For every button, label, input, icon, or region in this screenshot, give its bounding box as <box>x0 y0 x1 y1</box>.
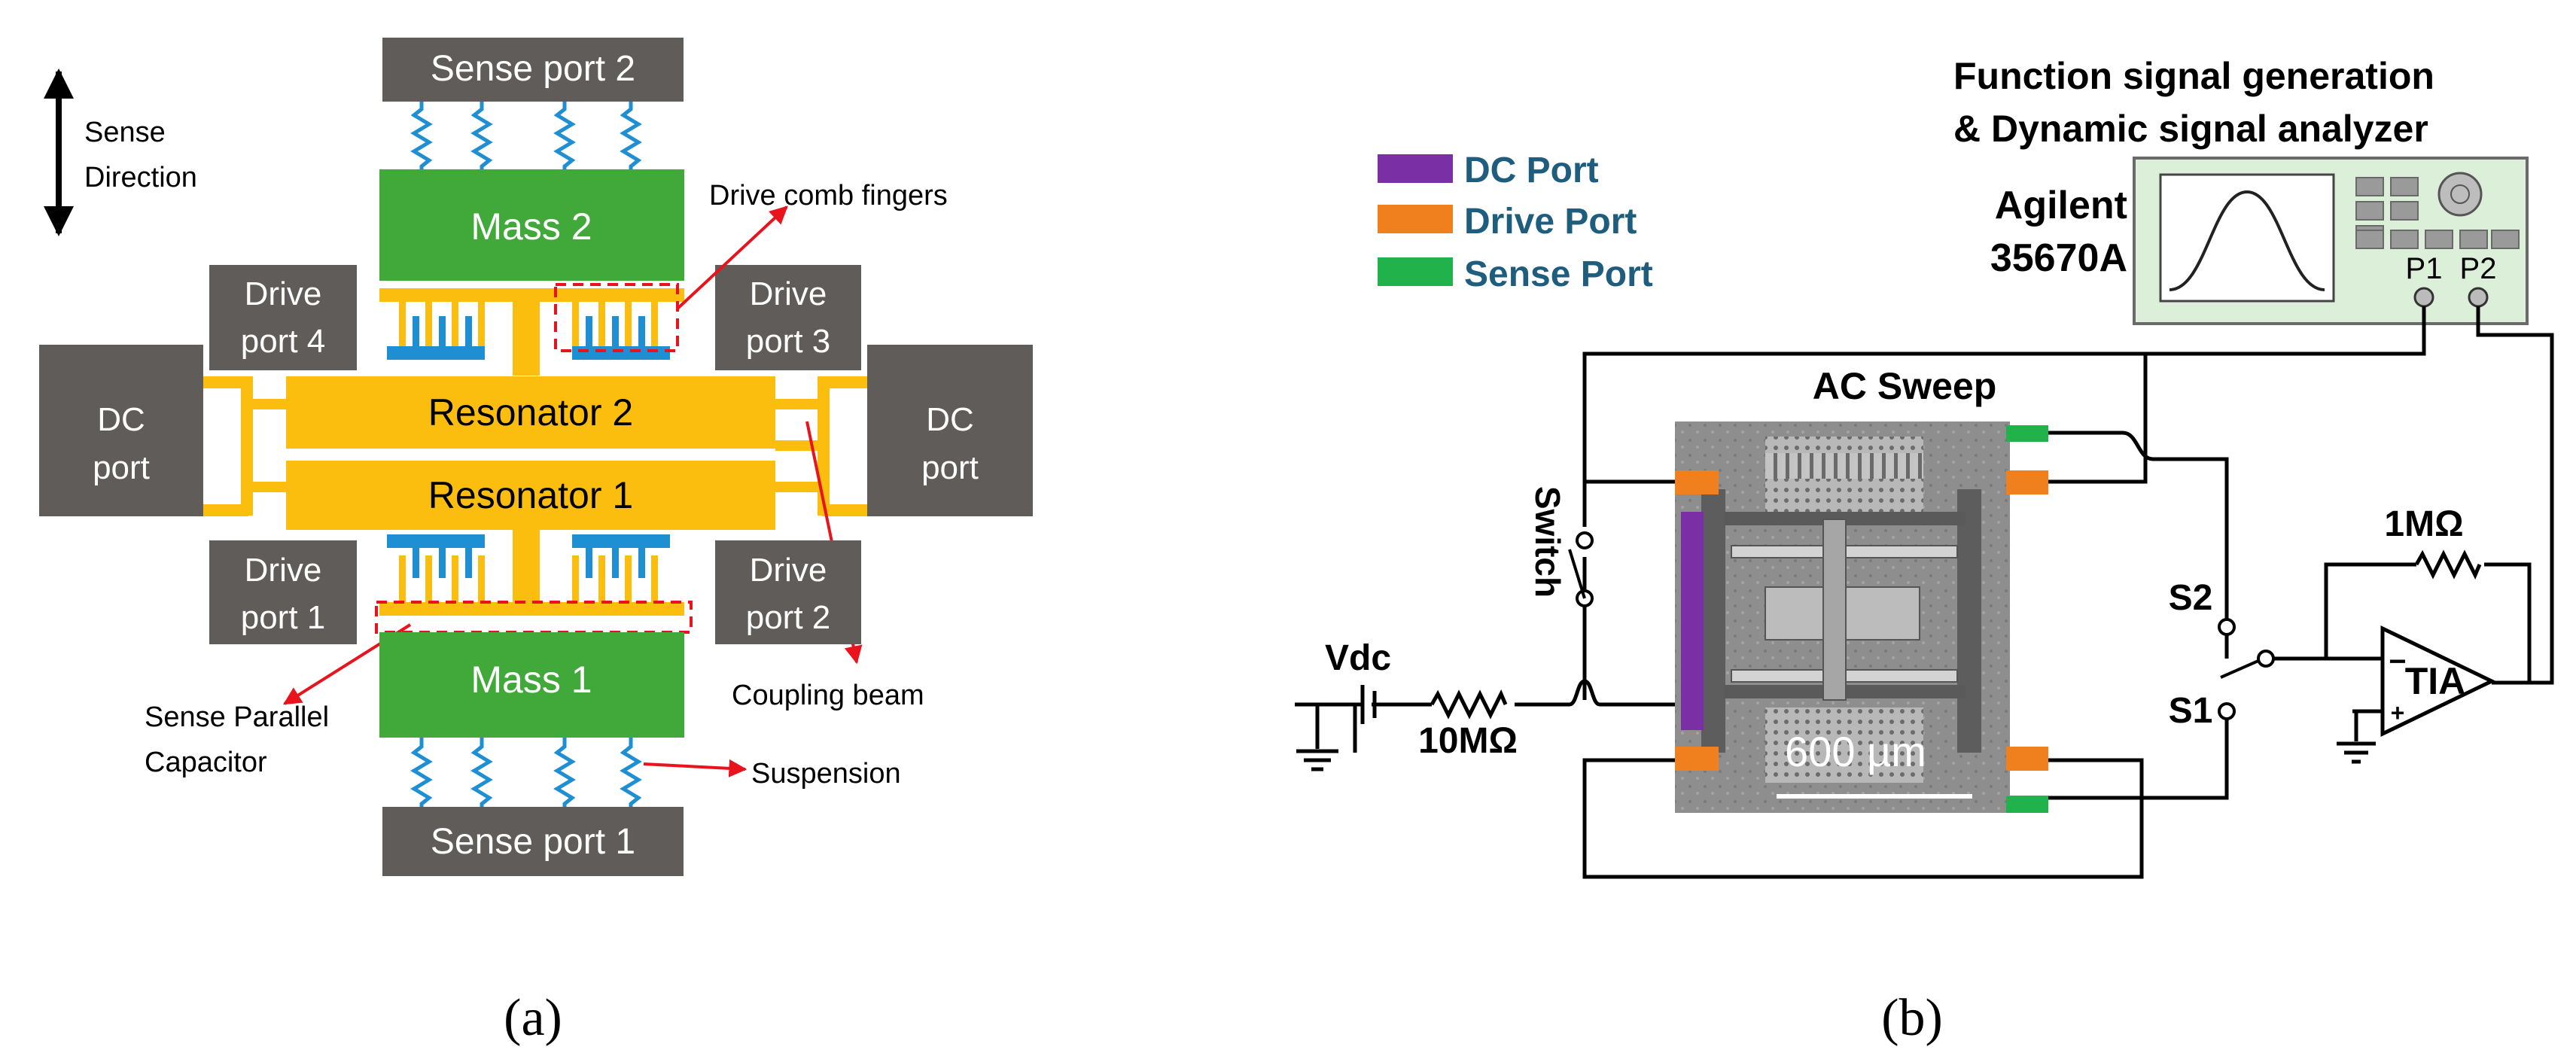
mass-1 <box>379 632 684 738</box>
sense-port-1-label: Sense port 1 <box>431 822 635 862</box>
sem-sense-port-bottom <box>2006 796 2048 813</box>
sem-dc-port <box>1681 512 1704 730</box>
sense-port-1-block <box>382 807 684 876</box>
sem-micrograph: 600 µm <box>1675 421 2048 813</box>
signal-analyzer-instrument: P1 P2 <box>2133 157 2529 325</box>
sem-sense-port-top <box>2006 425 2048 442</box>
suspension-label: Suspension <box>751 758 901 790</box>
resonator-1-label: Resonator 1 <box>428 474 633 516</box>
drive-port-1-block <box>209 540 357 644</box>
resistor-1m <box>2414 549 2482 580</box>
panel-a-caption: (a) <box>504 989 562 1047</box>
top-suspension-springs <box>410 102 642 174</box>
mass-1-label: Mass 1 <box>470 659 592 701</box>
drive-port-4-label-2: port 4 <box>241 323 326 360</box>
resistor-1m-label: 1MΩ <box>2384 504 2463 544</box>
resonator-2-label: Resonator 2 <box>428 391 633 434</box>
tia-ground <box>2337 741 2376 764</box>
resistor-10m <box>1430 689 1508 720</box>
panel-a: Sense Direction Sense port 2 Mass 2 <box>39 38 1033 1047</box>
legend-label-dc: DC Port <box>1464 151 1599 190</box>
mass-2 <box>379 169 684 281</box>
instrument-model-1: Agilent <box>1995 184 2127 227</box>
panel-b: DC Port Drive Port Sense Port Function s… <box>1295 55 2554 1047</box>
switch-label: Switch <box>1528 486 1567 598</box>
legend-label-drive: Drive Port <box>1464 202 1637 242</box>
drive-port-1-label-2: port 1 <box>241 599 326 636</box>
port-p2-connector <box>2468 287 2489 308</box>
instrument-knob <box>2437 172 2483 217</box>
switch <box>1568 531 1594 607</box>
s1-label: S1 <box>2169 691 2213 731</box>
instrument-model-2: 35670A <box>1990 236 2127 280</box>
drive-port-1-label-1: Drive <box>245 552 322 589</box>
circuit-wiring <box>1353 306 2554 879</box>
legend-swatch-sense <box>1378 257 1453 286</box>
drive-port-4-block <box>209 265 357 370</box>
port-p2-label: P2 <box>2460 252 2497 285</box>
suspension-arrow <box>643 759 748 777</box>
panel-b-caption: (b) <box>1881 989 1943 1047</box>
instrument-buttons <box>2355 177 2520 249</box>
tia-label: TIA <box>2405 660 2466 702</box>
drive-comb-highlight-box <box>554 283 679 352</box>
vdc-source <box>1295 685 1377 771</box>
mass-2-label: Mass 2 <box>470 205 592 248</box>
sense-direction-label-1: Sense <box>84 117 166 148</box>
sense-port-2-label: Sense port 2 <box>431 49 635 89</box>
drive-port-3-label-1: Drive <box>750 275 827 312</box>
dc-port-left-label-2: port <box>93 449 150 486</box>
dc-port-right-label-2: port <box>921 449 979 486</box>
dc-port-right-block <box>867 345 1033 516</box>
port-p1-connector <box>2413 287 2434 308</box>
right-anchor-beams <box>775 376 867 516</box>
drive-comb-arrow <box>676 205 788 310</box>
legend-label-sense: Sense Port <box>1464 254 1653 294</box>
sem-drive-port-bottom-left <box>1675 747 1719 771</box>
s2-label: S2 <box>2169 578 2213 618</box>
bottom-suspension-springs <box>410 738 642 813</box>
drive-port-2-label-1: Drive <box>750 552 827 589</box>
scale-bar-label: 600 µm <box>1785 728 1926 775</box>
dc-port-left-label-1: DC <box>97 401 145 438</box>
drive-port-3-block <box>715 265 861 370</box>
coupling-beam-label: Coupling beam <box>732 680 924 711</box>
sense-capacitor-label-1: Sense Parallel <box>145 701 329 733</box>
sense-port-2-block <box>382 38 684 102</box>
drive-port-2-label-2: port 2 <box>746 599 831 636</box>
screen-bell-curve <box>2169 190 2325 291</box>
tia-minus-input: − <box>2389 645 2406 678</box>
drive-port-2-block <box>715 540 861 644</box>
resonator-2 <box>286 376 775 449</box>
left-anchor-beams <box>203 376 288 516</box>
resonator-1 <box>286 461 775 530</box>
drive-port-4-label-1: Drive <box>245 275 322 312</box>
legend-swatch-dc <box>1378 154 1453 183</box>
resistor-10m-label: 10MΩ <box>1418 721 1518 761</box>
tia-op-amp <box>2326 625 2496 737</box>
sem-drive-port-top-right <box>2006 470 2048 494</box>
drive-comb-label: Drive comb fingers <box>709 180 948 211</box>
instrument-title-1: Function signal generation <box>1953 55 2434 97</box>
dc-port-left-block <box>39 345 203 516</box>
instrument-title-2: & Dynamic signal analyzer <box>1953 108 2428 150</box>
legend-swatch-drive <box>1378 205 1453 233</box>
port-p1-label: P1 <box>2406 252 2443 285</box>
dc-port-right-label-1: DC <box>926 401 974 438</box>
sense-capacitor-label-2: Capacitor <box>145 747 267 778</box>
sem-drive-port-bottom-right <box>2006 747 2048 771</box>
drive-port-3-label-2: port 3 <box>746 323 831 360</box>
s1-s2-selector <box>2218 618 2275 720</box>
sem-drive-port-top-left <box>1675 470 1719 494</box>
ac-sweep-label: AC Sweep <box>1813 365 1997 407</box>
top-drive-combs <box>379 288 684 376</box>
bottom-drive-combs <box>379 530 684 616</box>
vdc-label: Vdc <box>1325 638 1391 678</box>
sense-direction-label-2: Direction <box>84 162 197 193</box>
tia-plus-input: + <box>2391 699 2405 726</box>
